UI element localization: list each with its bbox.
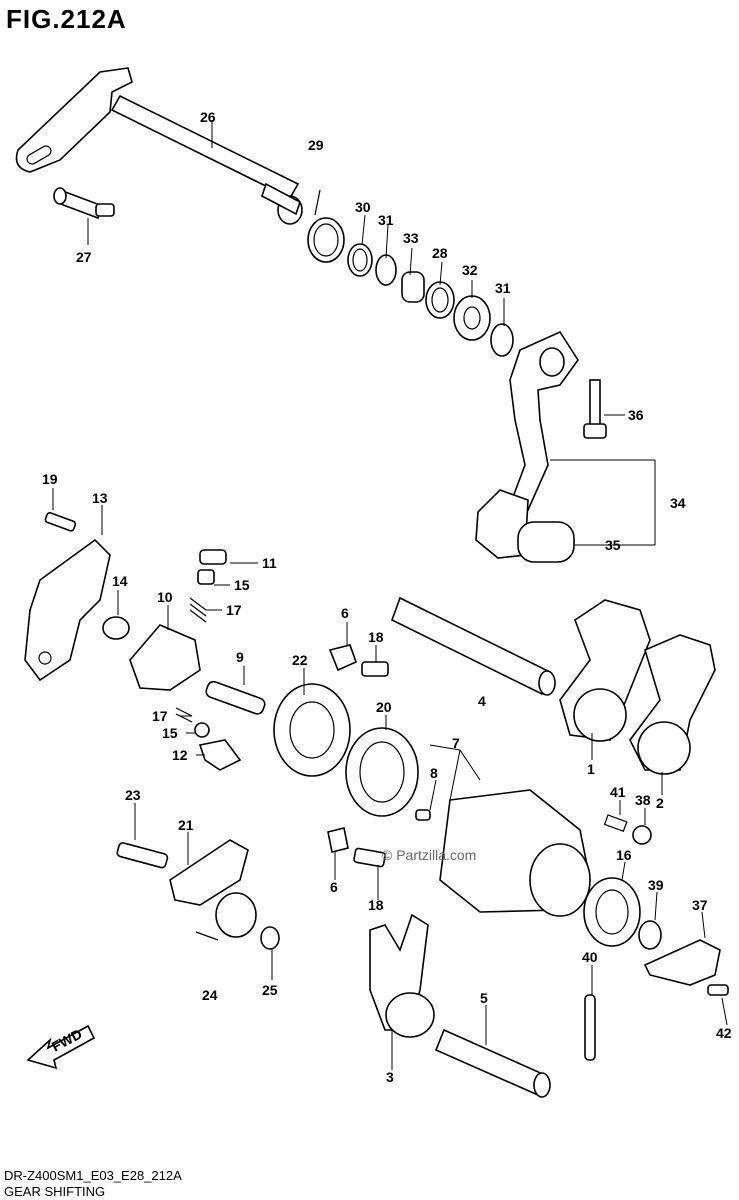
footer-diagram-code: DR-Z400SM1_E03_E28_212A <box>4 1168 182 1183</box>
fwd-arrow-icon <box>26 1024 96 1070</box>
part-22-gearshift-cam-driven-gear <box>273 683 351 777</box>
callout-13: 13 <box>92 490 108 506</box>
callout-4: 4 <box>478 693 486 709</box>
callout-10: 10 <box>157 589 173 605</box>
callout-40: 40 <box>582 949 598 965</box>
part-40-pin <box>584 994 596 1061</box>
part-7-gearshift-cam <box>415 789 591 917</box>
leader-lines <box>52 120 728 1070</box>
callout-18b: 18 <box>368 897 384 913</box>
callout-30: 30 <box>355 199 371 215</box>
callout-6a: 6 <box>341 605 349 621</box>
callout-15b: 15 <box>162 725 178 741</box>
callout-17a: 17 <box>226 602 242 618</box>
callout-35: 35 <box>605 537 621 553</box>
callout-15a: 15 <box>234 577 250 593</box>
part-34-shift-lever <box>475 330 579 563</box>
callout-6b: 6 <box>330 879 338 895</box>
watermark: © Partzilla.com <box>382 847 476 863</box>
callout-34: 34 <box>670 495 686 511</box>
parts-21-23-24-25 <box>116 839 280 950</box>
parts-6-18-upper <box>328 644 389 677</box>
callout-7: 7 <box>452 735 460 751</box>
parts-30-33-washers-bearings <box>347 243 514 357</box>
callout-16: 16 <box>616 847 632 863</box>
callout-41: 41 <box>610 784 626 800</box>
callout-18a: 18 <box>368 629 384 645</box>
callout-31b: 31 <box>495 280 511 296</box>
callout-14: 14 <box>112 573 128 589</box>
part-26-gearshift-shaft <box>15 67 303 225</box>
callout-5: 5 <box>480 990 488 1006</box>
callout-26: 26 <box>200 109 216 125</box>
callout-42: 42 <box>716 1025 732 1041</box>
figure-title: FIG.212A <box>6 4 127 34</box>
callout-9: 9 <box>236 649 244 665</box>
part-5-fork-shaft <box>434 1028 551 1098</box>
footer-diagram-name: GEAR SHIFTING <box>4 1184 106 1199</box>
callout-22: 22 <box>292 652 308 668</box>
parts-41-38 <box>603 814 652 845</box>
callout-20: 20 <box>376 699 392 715</box>
callout-19: 19 <box>42 471 58 487</box>
part-29-return-spring <box>307 189 345 263</box>
callout-25: 25 <box>262 982 278 998</box>
part-27-bolt <box>53 187 115 220</box>
parts-37-39-42 <box>638 920 729 996</box>
callout-8: 8 <box>430 765 438 781</box>
callout-3: 3 <box>386 1069 394 1085</box>
callout-32: 32 <box>462 262 478 278</box>
parts-9-12-pin-guide <box>175 680 266 771</box>
callout-33: 33 <box>403 230 419 246</box>
parts-10-11-15-17-stopper-arm <box>129 549 227 691</box>
callout-24: 24 <box>202 987 218 1003</box>
callout-21: 21 <box>178 817 194 833</box>
callout-12: 12 <box>172 747 188 763</box>
parts-1-2-shift-forks <box>559 599 716 775</box>
callout-11: 11 <box>262 555 277 571</box>
callout-labels: 26 27 29 30 31 33 28 32 31 36 34 35 19 1… <box>42 109 732 1085</box>
callout-29: 29 <box>308 137 324 153</box>
callout-2: 2 <box>656 795 664 811</box>
part-4-fork-shaft <box>391 596 556 696</box>
callout-1: 1 <box>587 761 595 777</box>
callout-37: 37 <box>692 897 708 913</box>
part-36-bolt <box>583 379 607 439</box>
part-20-bearing <box>345 727 419 817</box>
part-16-bearing <box>583 877 641 947</box>
parts-13-19-14-stopper <box>24 512 130 682</box>
callout-27: 27 <box>76 249 92 265</box>
callout-23: 23 <box>125 787 141 803</box>
callout-28: 28 <box>432 245 448 261</box>
part-3-shift-fork <box>369 913 435 1038</box>
callout-17b: 17 <box>152 708 168 724</box>
callout-39: 39 <box>648 877 664 893</box>
parts-6-18-lower <box>327 827 386 868</box>
callout-31a: 31 <box>378 212 394 228</box>
callout-36: 36 <box>628 407 644 423</box>
callout-38: 38 <box>635 792 651 808</box>
